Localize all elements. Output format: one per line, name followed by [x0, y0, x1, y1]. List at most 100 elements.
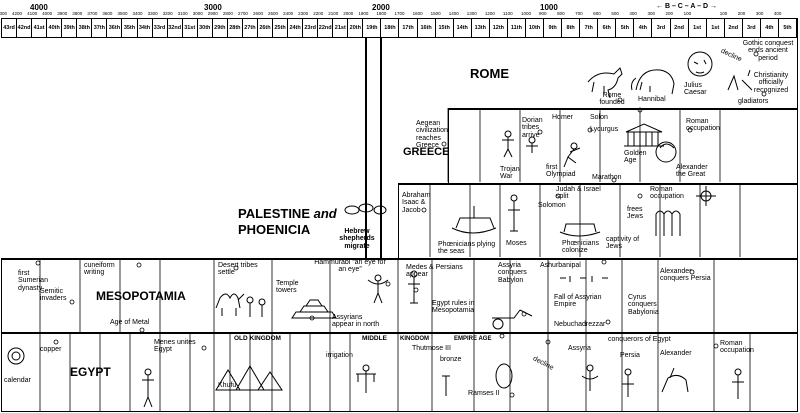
ship-icon — [451, 206, 497, 234]
event-temple-towers: Temple towers — [276, 280, 299, 295]
event-cuneiform: cuneiform writing — [84, 262, 115, 277]
century-cell: 2nd — [671, 19, 689, 37]
event-roman-occ-greece: Roman occupation — [686, 118, 720, 133]
year-tick-label: 3800 — [72, 11, 83, 16]
roman-soldier-icon — [732, 368, 744, 399]
year-tick-label: 2000 — [343, 11, 354, 16]
year-tick-label: 1200 — [484, 11, 495, 16]
year-tick-label: 2900 — [207, 11, 218, 16]
year-tick-label: 300 — [647, 11, 655, 16]
event-frees-jews: frees Jews — [627, 206, 643, 221]
persian-icon — [622, 368, 634, 397]
event-julius-caesar: Julius Caesar — [684, 82, 707, 97]
century-cell: 41st — [32, 19, 48, 37]
year-tick-label: 2100 — [328, 11, 339, 16]
century-cell: 30th — [198, 19, 213, 37]
rome-greece-divider — [448, 108, 798, 110]
year-tick-label: 1000 — [520, 11, 531, 16]
event-menes: Menes unites Egypt — [154, 339, 196, 354]
event-gothic-conquest: Gothic conquest ends ancient period — [742, 40, 794, 62]
century-cell: 16th — [418, 19, 436, 37]
century-cell: 43rd — [2, 19, 18, 37]
camel-icon — [215, 293, 245, 316]
cuneiform-icon — [560, 276, 608, 282]
pharaoh-icon — [142, 368, 154, 408]
ziggurat-icon — [291, 299, 337, 319]
event-first-olympiad: first Olympiad — [546, 164, 576, 179]
year-tick-label: 2400 — [283, 11, 294, 16]
event-gladiators: gladiators — [738, 98, 769, 105]
irrigation-icon — [356, 364, 376, 393]
event-captivity: captivity of Jews — [606, 236, 640, 251]
assyrian-archer-icon — [581, 364, 599, 391]
century-cell: 21st — [333, 19, 349, 37]
millennium-label: 2000 — [372, 3, 390, 12]
archer-icon — [367, 274, 389, 304]
label-kingdom: KINGDOM — [400, 336, 429, 342]
event-solomon: Solomon — [538, 202, 566, 209]
century-cell: 10th — [526, 19, 545, 37]
century-cell: 18th — [381, 19, 400, 37]
region-greece: GREECE — [403, 146, 450, 158]
marker-dots — [35, 51, 767, 398]
year-tick-label: 1100 — [502, 11, 513, 16]
year-tick-label: 200 — [737, 11, 746, 16]
event-ramses: Ramses II — [468, 390, 500, 397]
century-cell: 3rd — [652, 19, 671, 37]
century-cell: 29th — [213, 19, 228, 37]
century-cell: 1st — [707, 19, 725, 37]
year-tick-label: 3100 — [177, 11, 188, 16]
year-tick-label: 400 — [773, 11, 782, 16]
year-tick-label: 1500 — [430, 11, 441, 16]
year-tick-label: 2800 — [222, 11, 233, 16]
year-tick-label: 2700 — [237, 11, 248, 16]
band-tick-lines — [39, 108, 751, 411]
event-alexander-persia: Alexander conquers Persia — [660, 268, 711, 283]
year-tick-label: 100 — [719, 11, 728, 16]
century-cell: 25th — [273, 19, 289, 37]
event-phoenicians-seas: Phœnicians plying the seas — [438, 241, 496, 256]
event-ashurbanipal: Ashurbanipal — [540, 262, 581, 269]
greece-palestine-divider — [398, 183, 798, 185]
greece-left-edge — [448, 108, 449, 184]
millennium-label: 3000 — [204, 3, 222, 12]
century-cell: 37th — [92, 19, 108, 37]
she-wolf-icon — [587, 67, 623, 99]
region-egypt: EGYPT — [70, 365, 111, 379]
century-cell: 26th — [258, 19, 273, 37]
year-tick-label: 2300 — [298, 11, 309, 16]
century-cell: 39th — [62, 19, 78, 37]
event-christianity: Christianity officially recognized — [753, 72, 789, 94]
palestine-drop-line — [365, 38, 367, 258]
event-semitic: Semitic invaders — [40, 288, 67, 303]
event-calendar: calendar — [4, 377, 31, 384]
event-copper: copper — [40, 346, 62, 353]
event-judah-israel: Judah & Israel split — [556, 186, 601, 201]
year-tick-label: 400 — [629, 11, 637, 16]
event-alexander-great: Alexander the Great — [676, 164, 708, 179]
ramses-icon — [495, 363, 513, 389]
year-tick-label: 3300 — [147, 11, 158, 16]
year-tick-label: 1900 — [358, 11, 369, 16]
captives-icon — [655, 210, 681, 236]
century-cell: 24th — [288, 19, 304, 37]
century-cell: 23rd — [303, 19, 319, 37]
caesar-head-icon — [687, 51, 713, 77]
sphinx-icon — [442, 375, 450, 396]
right-edge — [797, 38, 798, 411]
label-empire-age: EMPIRE AGE — [454, 336, 492, 342]
year-tick-label: 2500 — [268, 11, 279, 16]
region-rome: ROME — [470, 66, 509, 81]
year-tick-label: 500 — [611, 11, 619, 16]
year-tick-label: 700 — [575, 11, 583, 16]
region-mesopotamia: MESOPOTAMIA — [96, 289, 186, 303]
century-cell: 19th — [363, 19, 382, 37]
event-homer: Homer — [552, 114, 574, 121]
event-dorian: Dorian tribes arrive — [522, 117, 543, 139]
year-tick-label: 4200 — [12, 11, 23, 16]
year-tick-label: 100 — [683, 11, 692, 16]
century-cell: 17th — [400, 19, 418, 37]
warrior-icon — [502, 130, 538, 158]
event-age-of-metal: Age of Metal — [110, 319, 150, 326]
